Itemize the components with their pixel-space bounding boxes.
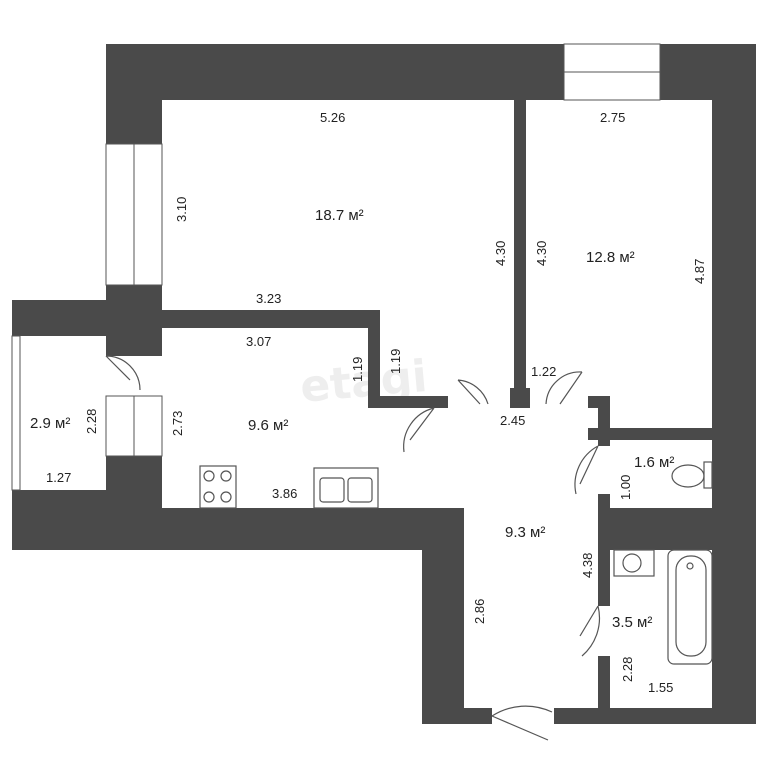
area-bedroom: 12.8 м² xyxy=(586,249,635,266)
area-bathroom: 3.5 м² xyxy=(612,614,652,631)
dim-bedroom-left: 4.30 xyxy=(534,241,549,266)
area-hallway: 9.3 м² xyxy=(505,524,545,541)
dim-bedroom-top: 2.75 xyxy=(600,110,625,125)
door-kitchen xyxy=(403,407,435,453)
dim-balcony-width: 1.27 xyxy=(46,470,71,485)
toilet-icon xyxy=(671,461,713,489)
door-toilet xyxy=(574,445,599,495)
bathtub-icon xyxy=(667,549,713,665)
door-bedroom xyxy=(545,371,583,405)
stove-icon xyxy=(199,465,237,509)
door-entrance xyxy=(491,705,553,741)
window-balcony xyxy=(11,335,21,491)
windows xyxy=(11,43,661,491)
dim-hallway-top: 2.45 xyxy=(500,413,525,428)
dim-bathroom-width: 1.55 xyxy=(648,680,673,695)
door-balcony xyxy=(105,355,141,391)
dim-toilet-height: 1.00 xyxy=(618,475,633,500)
room-areas: 18.7 м² 12.8 м² 9.6 м² 2.9 м² 9.3 м² 1.6… xyxy=(30,207,674,631)
dim-kitchen-bottom: 3.86 xyxy=(272,486,297,501)
area-balcony: 2.9 м² xyxy=(30,415,70,432)
area-kitchen: 9.6 м² xyxy=(248,417,288,434)
dimensions: 5.26 3.10 4.30 3.23 2.75 4.30 4.87 1.22 … xyxy=(46,110,707,695)
area-living-room: 18.7 м² xyxy=(315,207,364,224)
door-living xyxy=(457,379,489,405)
dim-living-top: 5.26 xyxy=(320,110,345,125)
fixtures xyxy=(199,461,713,665)
dim-kitchen-notch-a: 1.19 xyxy=(350,357,365,382)
door-bathroom xyxy=(579,605,601,657)
dim-kitchen-top: 3.07 xyxy=(246,334,271,349)
doors xyxy=(105,355,601,741)
dim-living-bottom: 3.23 xyxy=(256,291,281,306)
dim-living-right: 4.30 xyxy=(493,241,508,266)
area-toilet: 1.6 м² xyxy=(634,454,674,471)
dim-balcony-height: 2.28 xyxy=(84,409,99,434)
dim-kitchen-left: 2.73 xyxy=(170,411,185,436)
dim-living-left: 3.10 xyxy=(174,197,189,222)
dim-bathroom-height: 2.28 xyxy=(620,657,635,682)
dim-kitchen-notch-b: 1.19 xyxy=(388,349,403,374)
dim-hallway-left: 2.86 xyxy=(472,599,487,624)
sink-icon xyxy=(313,467,379,509)
dim-bedroom-bottom: 1.22 xyxy=(531,364,556,379)
dim-bedroom-right: 4.87 xyxy=(692,259,707,284)
washbasin-icon xyxy=(613,549,655,577)
dim-hallway-right: 4.38 xyxy=(580,553,595,578)
